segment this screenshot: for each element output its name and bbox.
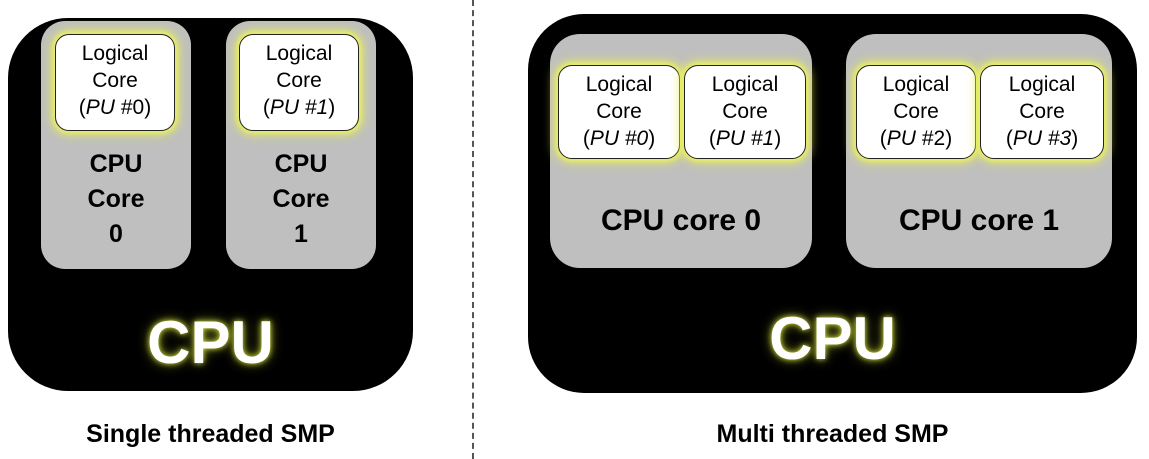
multi-core-0-name: CPU core 0	[600, 204, 762, 237]
multi-logical-core-pu0: Logical Core (PU #0)	[558, 65, 680, 159]
multi-logical-core-pu3: Logical Core (PU #3)	[980, 65, 1104, 159]
logical-core-label-line1: Logical	[265, 42, 333, 65]
logical-core-label-line1: Logical	[711, 73, 779, 96]
logical-core-label-line2: Core	[1019, 100, 1065, 123]
single-logical-core-pu1: Logical Core (PU #1)	[239, 34, 359, 131]
logical-core-pu-id: (PU #1)	[708, 127, 782, 150]
multi-threaded-caption: Multi threaded SMP	[716, 420, 949, 448]
single-threaded-caption: Single threaded SMP	[86, 420, 335, 448]
logical-core-label-line2: Core	[92, 69, 138, 92]
multi-cpu-core-1: Logical Core (PU #2) Logical Core (PU #3…	[846, 34, 1112, 268]
single-cpu-label: CPU	[147, 309, 274, 376]
logical-core-pu-id: (PU #0)	[582, 127, 656, 150]
logical-core-pu-id: (PU #3)	[1005, 127, 1079, 150]
single-cpu-core-1: Logical Core (PU #1) CPU Core 1	[226, 21, 376, 269]
logical-core-label-line2: Core	[722, 100, 768, 123]
multi-cpu-package: Logical Core (PU #0) Logical Core (PU #1…	[528, 14, 1137, 393]
single-cpu-core-0: Logical Core (PU #0) CPU Core 0	[41, 21, 191, 269]
multi-logical-core-pu1: Logical Core (PU #1)	[684, 65, 806, 159]
logical-core-label-line2: Core	[276, 69, 322, 92]
logical-core-label-line2: Core	[893, 100, 939, 123]
single-logical-core-pu0: Logical Core (PU #0)	[55, 34, 175, 131]
logical-core-label-line1: Logical	[81, 42, 149, 65]
logical-core-label-line1: Logical	[1008, 73, 1076, 96]
logical-core-pu-id: (PU #0)	[78, 96, 152, 119]
logical-core-label-line1: Logical	[585, 73, 653, 96]
logical-core-label-line1: Logical	[882, 73, 950, 96]
logical-core-pu-id: (PU #2)	[879, 127, 953, 150]
single-cpu-package: Logical Core (PU #0) CPU Core 0 Logical …	[8, 18, 413, 391]
single-core-1-name: CPU Core 1	[272, 150, 330, 248]
dashed-divider	[472, 0, 474, 459]
multi-core-1-name: CPU core 1	[898, 204, 1060, 237]
multi-logical-core-pu2: Logical Core (PU #2)	[856, 65, 976, 159]
multi-cpu-label: CPU	[769, 305, 896, 372]
logical-core-pu-id: (PU #1)	[262, 96, 336, 119]
logical-core-label-line2: Core	[596, 100, 642, 123]
multi-cpu-core-0: Logical Core (PU #0) Logical Core (PU #1…	[550, 34, 812, 268]
single-core-0-name: CPU Core 0	[87, 150, 145, 248]
